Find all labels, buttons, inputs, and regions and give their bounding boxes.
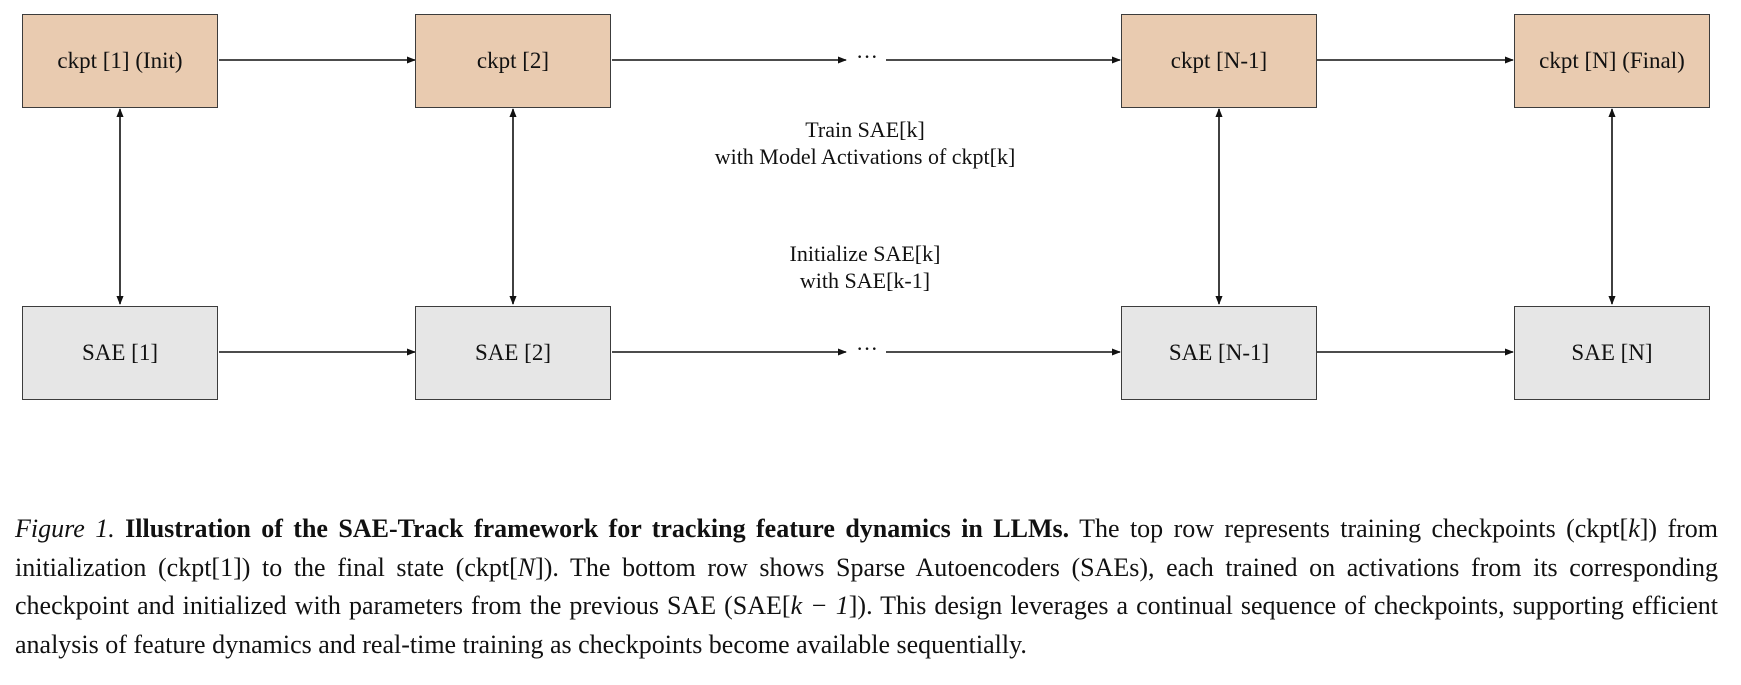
sae-node-label: SAE [1]: [81, 340, 159, 365]
ckpt-node-final: ckpt [N] (Final): [1514, 14, 1710, 108]
init-step-line-2: with SAE[k-1]: [799, 268, 931, 293]
train-step-line-2: with Model Activations of ckpt[k]: [714, 144, 1016, 169]
caption-text-4: ]). This design leverages a continual se…: [15, 591, 1719, 659]
sae-node-label: SAE [N-1]: [1168, 340, 1270, 365]
figure-label: Figure 1.: [15, 514, 115, 543]
ckpt-node-label: ckpt [N-1]: [1170, 48, 1268, 73]
figure-title: Illustration of the SAE-Track framework …: [125, 514, 1070, 543]
top-row-ellipsis: ···: [856, 44, 878, 69]
sae-track-diagram: ckpt [1] (Init) ckpt [2] ckpt [N-1] ckpt…: [22, 14, 1710, 400]
ckpt-node-label: ckpt [2]: [476, 48, 550, 73]
sae-node-1: SAE [1]: [22, 306, 218, 400]
ckpt-node-n-minus-1: ckpt [N-1]: [1121, 14, 1317, 108]
train-step-line-1: Train SAE[k]: [805, 117, 925, 142]
ckpt-node-label: ckpt [1] (Init): [57, 48, 183, 73]
caption-math-k: k: [1628, 514, 1640, 543]
caption-text-2: ]) from initialization (ckpt[1]) to the …: [15, 514, 1719, 582]
sae-node-label: SAE [2]: [474, 340, 552, 365]
ckpt-node-2: ckpt [2]: [415, 14, 611, 108]
ckpt-node-label: ckpt [N] (Final): [1539, 48, 1685, 73]
ckpt-node-init: ckpt [1] (Init): [22, 14, 218, 108]
sae-node-2: SAE [2]: [415, 306, 611, 400]
sae-node-label: SAE [N]: [1571, 340, 1653, 365]
connector-arrows: [116, 56, 1616, 356]
init-step-label: Initialize SAE[k] with SAE[k-1]: [645, 240, 1085, 294]
bottom-row-ellipsis: ···: [856, 336, 878, 361]
sae-node-n-minus-1: SAE [N-1]: [1121, 306, 1317, 400]
caption-math-k-minus-1: k − 1: [790, 591, 849, 620]
caption-math-n: N: [517, 552, 536, 582]
figure-caption: Figure 1. Illustration of the SAE-Track …: [15, 510, 1718, 664]
init-step-line-1: Initialize SAE[k]: [789, 241, 941, 266]
train-step-label: Train SAE[k] with Model Activations of c…: [645, 116, 1085, 170]
caption-text-1: The top row represents training checkpoi…: [1079, 514, 1629, 543]
sae-node-n: SAE [N]: [1514, 306, 1710, 400]
caption-text-3: ]). The bottom row shows Sparse Autoenco…: [15, 552, 1718, 621]
